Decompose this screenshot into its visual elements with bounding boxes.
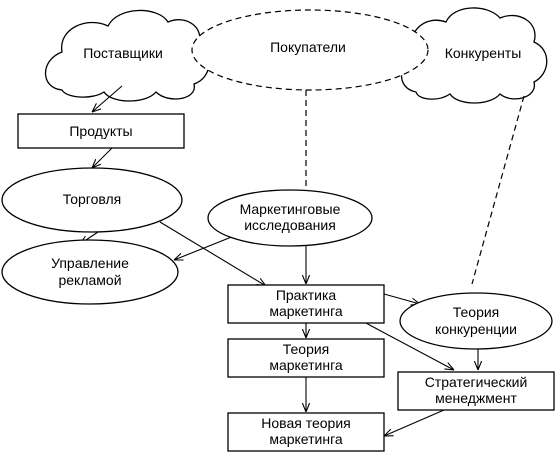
node-trade: Торговля <box>1 167 183 233</box>
arrow-products-trade <box>92 147 113 168</box>
trade-ellipse <box>1 167 183 233</box>
marketing-theory-box <box>227 338 385 378</box>
marketing-practice-label-2: маркетинга <box>269 303 343 319</box>
node-marketing-practice: Практика маркетинга <box>227 284 385 324</box>
new-marketing-theory-label-1: Новая теория <box>261 415 350 431</box>
marketing-theory-label-1: Теория <box>283 341 330 357</box>
new-marketing-theory-box <box>227 412 385 452</box>
advertising-management-label-2: рекламой <box>58 272 121 288</box>
products-box <box>17 113 185 149</box>
competition-theory-label-1: Теория <box>453 304 500 320</box>
new-marketing-theory-label-2: маркетинга <box>269 431 343 447</box>
advertising-management-label-1: Управление <box>51 255 129 271</box>
trade-label: Торговля <box>63 191 121 207</box>
marketing-research-label-1: Маркетинговые <box>240 201 341 217</box>
node-advertising-management: Управление рекламой <box>1 239 179 305</box>
buyers-label: Покупатели <box>270 39 346 55</box>
strategic-management-box <box>397 371 555 411</box>
node-strategic-management: Стратегический менеджмент <box>397 371 555 411</box>
marketing-research-label-2: исследования <box>244 217 336 233</box>
node-marketing-research: Маркетинговые исследования <box>207 189 373 247</box>
node-products: Продукты <box>17 113 185 149</box>
arrow-research-advertising <box>174 235 235 260</box>
dashed-competitors-competition <box>471 95 525 285</box>
node-marketing-theory: Теория маркетинга <box>227 338 385 378</box>
arrow-strategic-new <box>384 409 445 436</box>
node-competition-theory: Теория конкуренции <box>399 292 553 350</box>
competition-theory-ellipse <box>399 292 553 350</box>
competition-theory-label-2: конкуренции <box>435 321 517 337</box>
node-buyers: Покупатели <box>191 9 429 91</box>
marketing-research-ellipse <box>207 189 373 247</box>
connectors <box>80 85 525 436</box>
competitors-label: Конкуренты <box>445 45 522 61</box>
strategic-management-label-1: Стратегический <box>425 374 528 390</box>
marketing-practice-box <box>227 284 385 324</box>
products-label: Продукты <box>69 123 132 139</box>
advertising-management-ellipse <box>1 239 179 305</box>
node-new-marketing-theory: Новая теория маркетинга <box>227 412 385 452</box>
arrow-practice-competition <box>383 293 420 304</box>
marketing-practice-label-1: Практика <box>276 287 337 303</box>
node-suppliers: Поставщики <box>45 9 210 102</box>
strategic-management-label-2: менеджмент <box>435 390 517 406</box>
buyers-ellipse <box>191 9 429 91</box>
arrow-practice-strategic <box>363 321 454 370</box>
suppliers-label: Поставщики <box>83 45 163 61</box>
marketing-theory-label-2: маркетинга <box>269 357 343 373</box>
arrow-trade-practice <box>159 221 266 286</box>
arrow-suppliers-products <box>92 85 123 112</box>
